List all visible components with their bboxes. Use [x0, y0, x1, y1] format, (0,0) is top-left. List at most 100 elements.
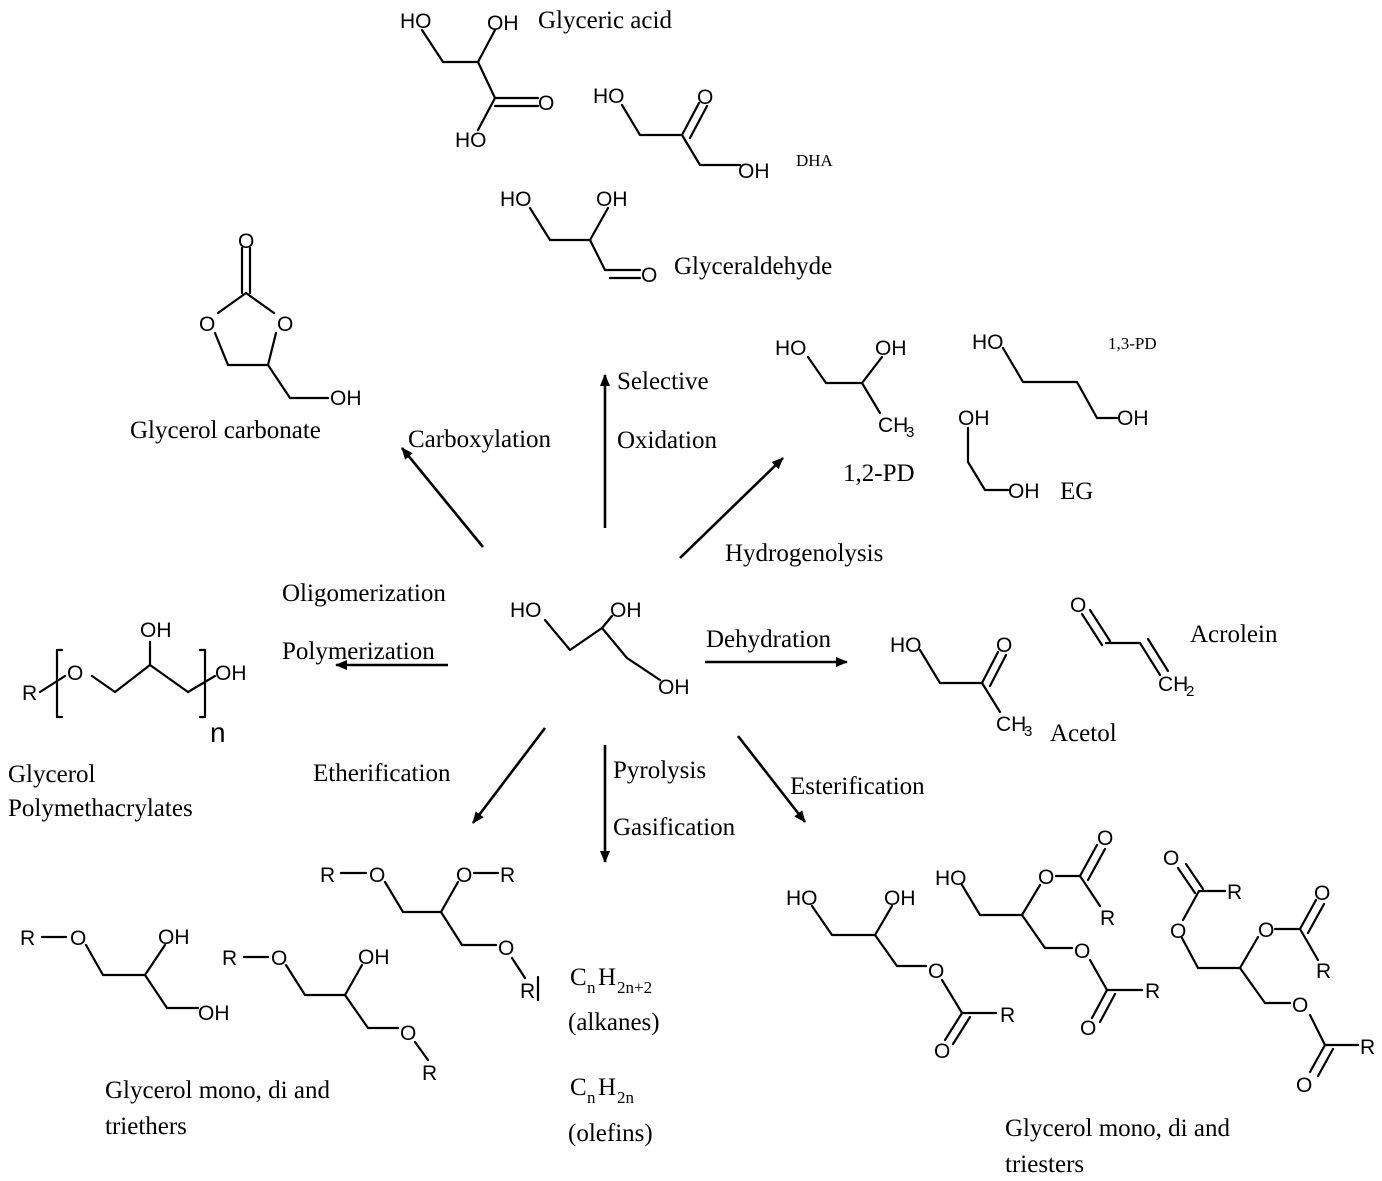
etherification-label: Etherification — [313, 760, 451, 787]
acetol-label: Acetol — [1050, 720, 1117, 747]
svg-text:3: 3 — [906, 424, 914, 441]
dha-structure: HO O OH DHA — [593, 85, 834, 183]
svg-text:CH: CH — [1158, 673, 1188, 696]
eg-label: EG — [1060, 478, 1093, 505]
pd12-label: 1,2-PD — [843, 460, 915, 487]
svg-text:R: R — [1227, 881, 1242, 904]
oxidation-label: Oxidation — [617, 427, 717, 454]
svg-text:O: O — [1070, 594, 1086, 617]
selective-label: Selective — [617, 368, 709, 395]
pd13-structure: HO OH 1,3-PD — [972, 331, 1157, 430]
dha-label: DHA — [796, 151, 834, 170]
svg-text:n: n — [587, 978, 596, 997]
svg-text:OH: OH — [198, 1002, 230, 1025]
glyceric-acid-label: Glyceric acid — [538, 7, 672, 34]
svg-text:R: R — [500, 864, 515, 887]
svg-text:n: n — [587, 1088, 596, 1107]
svg-text:O: O — [1080, 1017, 1096, 1040]
svg-text:OH: OH — [738, 160, 770, 183]
carboxylation-label: Carboxylation — [408, 426, 552, 453]
svg-text:O: O — [928, 960, 944, 983]
glycerol-triether-structure: R O O R O R — [320, 864, 540, 1003]
eg-structure: OH OH EG — [958, 407, 1093, 505]
svg-text:HO: HO — [972, 331, 1004, 354]
glycerol-monoether-structure: R O OH OH — [20, 926, 230, 1025]
svg-text:HO: HO — [890, 634, 922, 657]
glyceric-acid-structure: HO OH O HO Glyceric acid — [400, 7, 672, 152]
svg-text:2n: 2n — [617, 1088, 635, 1107]
svg-text:O: O — [1170, 920, 1186, 943]
svg-text:n: n — [210, 717, 226, 748]
svg-text:OH: OH — [610, 599, 642, 622]
svg-text:R: R — [1100, 907, 1115, 930]
svg-text:O: O — [277, 313, 293, 336]
svg-text:OH: OH — [1117, 407, 1149, 430]
hydrogenolysis-label: Hydrogenolysis — [725, 540, 883, 567]
svg-text:OH: OH — [884, 887, 916, 910]
svg-text:O: O — [934, 1040, 950, 1063]
svg-text:O: O — [400, 1022, 416, 1045]
pyrolysis-label: Pyrolysis — [613, 757, 706, 784]
svg-text:O: O — [70, 927, 86, 950]
glycerol-triester-structure: O R O O O R O R O — [1163, 847, 1375, 1097]
svg-text:O: O — [271, 947, 287, 970]
svg-text:R: R — [422, 1062, 437, 1085]
svg-text:O: O — [697, 86, 713, 109]
hydrogenolysis-arrow — [679, 457, 784, 559]
svg-text:OH: OH — [330, 387, 362, 410]
esters-label-line1: Glycerol mono, di and — [1005, 1115, 1230, 1142]
svg-text:O: O — [369, 864, 385, 887]
glyceraldehyde-structure: HO OH O Glyceraldehyde — [500, 188, 832, 287]
svg-text:3: 3 — [1024, 723, 1032, 740]
svg-text:OH: OH — [215, 662, 247, 685]
svg-text:HO: HO — [786, 887, 818, 910]
svg-text:H: H — [598, 964, 616, 991]
etherification-arrow — [471, 727, 547, 824]
svg-text:O: O — [199, 313, 215, 336]
dehydration-label: Dehydration — [706, 626, 831, 653]
svg-text:OH: OH — [958, 407, 990, 430]
gasification-label: Gasification — [613, 814, 736, 841]
svg-text:O: O — [641, 264, 657, 287]
alkanes-formula: C n H 2n+2 (alkanes) — [568, 964, 660, 1036]
acetol-structure: HO O CH 3 Acetol — [890, 634, 1117, 747]
esterification-label: Esterification — [790, 773, 925, 800]
pd12-structure: HO OH CH 3 1,2-PD — [775, 337, 915, 487]
svg-text:HO: HO — [500, 188, 532, 211]
ethers-label-line1: Glycerol mono, di and — [105, 1077, 330, 1104]
svg-text:O: O — [1292, 994, 1308, 1017]
svg-text:R: R — [1000, 1004, 1015, 1027]
svg-text:O: O — [238, 230, 254, 253]
svg-text:OH: OH — [658, 676, 690, 699]
svg-text:O: O — [1038, 866, 1054, 889]
svg-text:O: O — [1097, 827, 1113, 850]
svg-text:2n+2: 2n+2 — [617, 978, 652, 997]
glycerol-diester-structure: HO O O R O R O — [935, 827, 1160, 1040]
svg-text:OH: OH — [487, 12, 519, 35]
polymethacrylates-structure: R O OH OH n Glycerol Polymethacrylates — [8, 619, 247, 822]
polymethacrylates-label-line1: Glycerol — [8, 761, 96, 788]
svg-text:O: O — [1074, 940, 1090, 963]
ethers-label-line2: triethers — [105, 1113, 187, 1140]
svg-text:R: R — [222, 947, 237, 970]
esterification-arrow — [736, 735, 807, 823]
svg-text:R: R — [1360, 1036, 1375, 1059]
glyceraldehyde-label: Glyceraldehyde — [674, 253, 832, 280]
polymerization-label: Polymerization — [282, 638, 435, 665]
svg-text:R: R — [520, 980, 535, 1003]
carboxylation-arrow — [400, 447, 485, 548]
acrolein-structure: O CH 2 Acrolein — [1070, 594, 1278, 700]
svg-text:O: O — [1314, 882, 1330, 905]
svg-text:HO: HO — [593, 85, 625, 108]
svg-text:CH: CH — [996, 713, 1026, 736]
svg-text:2: 2 — [1186, 683, 1194, 700]
svg-text:C: C — [570, 964, 587, 991]
svg-text:OH: OH — [140, 619, 172, 642]
alkanes-label: (alkanes) — [568, 1009, 660, 1036]
svg-text:R: R — [20, 927, 35, 950]
esters-label-line2: triesters — [1005, 1151, 1084, 1178]
svg-text:O: O — [456, 864, 472, 887]
svg-text:O: O — [996, 634, 1012, 657]
glycerol-monoester-structure: HO OH O R O — [786, 887, 1015, 1063]
